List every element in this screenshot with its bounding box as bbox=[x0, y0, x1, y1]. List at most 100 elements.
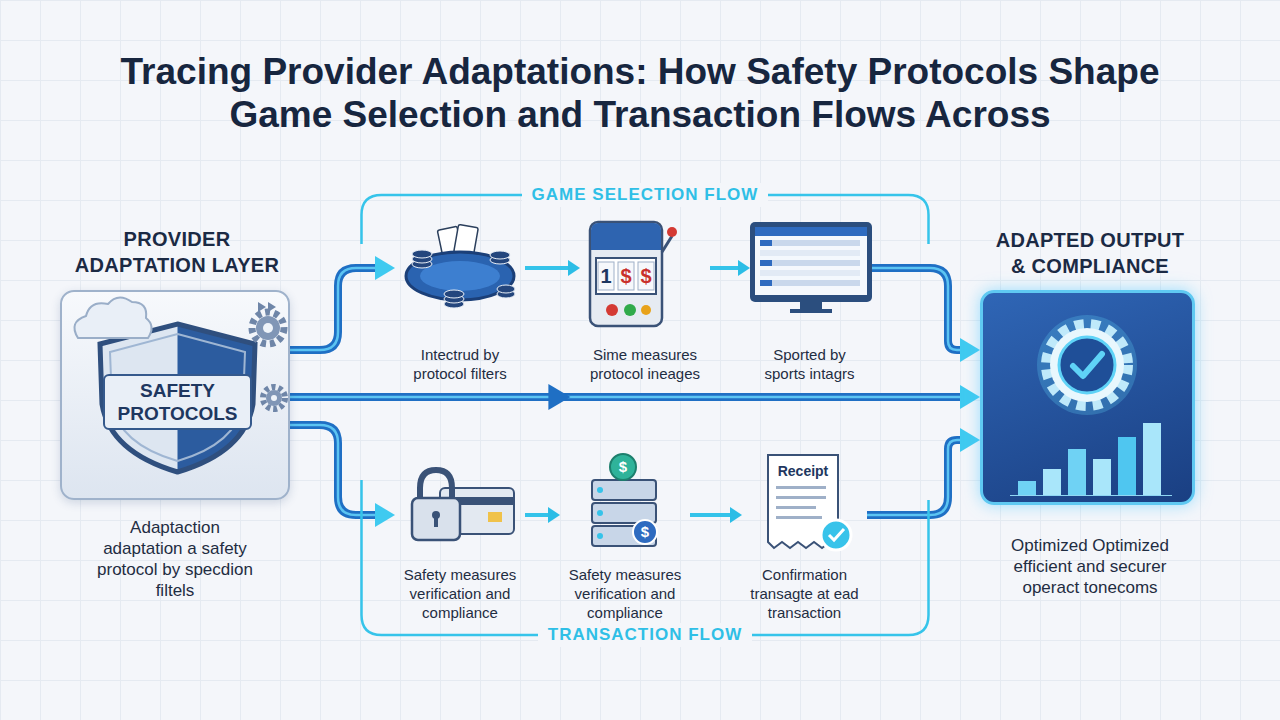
coin-symbol: $ bbox=[613, 457, 633, 477]
slot-machine-icon bbox=[590, 222, 662, 326]
lock-card-icon bbox=[488, 512, 502, 522]
flow-step: Intectrud by protocol filters bbox=[395, 215, 525, 390]
flow-group: GAME SELECTION FLOW Intectrud by protocol… bbox=[360, 182, 930, 394]
receipt-icon bbox=[829, 529, 844, 540]
slot-machine-icon bbox=[591, 238, 661, 250]
shield-node: SAFETY PROTOCOLS bbox=[95, 320, 260, 475]
lock-card-icon bbox=[441, 497, 513, 505]
server-icon bbox=[592, 503, 656, 523]
poker-table-icon bbox=[444, 295, 464, 303]
receipt-icon bbox=[821, 520, 851, 550]
node-caption: Sime measures protocol ineages bbox=[580, 345, 710, 383]
flow-connector bbox=[870, 268, 980, 362]
poker-table-icon bbox=[444, 290, 464, 298]
flow-connector bbox=[710, 260, 750, 276]
shield-outline bbox=[100, 324, 255, 472]
node-caption: Adaptaction adaptation a safety protocol… bbox=[94, 517, 256, 601]
receipt-icon bbox=[776, 486, 826, 489]
node-caption: Confirmation transagte at ead transactio… bbox=[742, 565, 867, 622]
node-caption: Intectrud by protocol filters bbox=[395, 345, 525, 383]
sports-screen-icon bbox=[760, 260, 860, 266]
shield-outline bbox=[100, 324, 255, 472]
arrow-head bbox=[375, 503, 395, 527]
poker-table-icon bbox=[490, 251, 510, 259]
sports-screen-icon bbox=[760, 240, 860, 246]
poker-table-icon bbox=[406, 252, 514, 300]
flow-connector bbox=[525, 260, 580, 276]
sports-screen-icon bbox=[760, 240, 772, 246]
arrow-head bbox=[568, 260, 580, 276]
receipt-icon bbox=[776, 496, 826, 499]
sports-screen-icon bbox=[750, 222, 872, 313]
flow-step: Safety measures verification and complia… bbox=[560, 460, 690, 620]
poker-table-icon bbox=[497, 285, 515, 293]
flow-connector bbox=[290, 396, 966, 399]
poker-table-icon bbox=[444, 300, 464, 308]
flow-connector bbox=[290, 425, 381, 515]
flow-connector bbox=[710, 266, 742, 270]
receipt-icon bbox=[776, 506, 816, 509]
poker-table-icon bbox=[406, 224, 515, 308]
flow-connector bbox=[690, 507, 742, 523]
server-icon bbox=[597, 533, 603, 539]
slot-machine-icon bbox=[590, 222, 677, 326]
output-box: ADAPTED OUTPUT & COMPLIANCEOptimized Opt… bbox=[980, 290, 1195, 505]
poker-table-icon bbox=[437, 226, 462, 258]
sports-screen-icon bbox=[800, 302, 822, 310]
slot-machine-icon bbox=[591, 223, 661, 250]
receipt-title: Receipt bbox=[768, 462, 838, 480]
flow-connector bbox=[690, 513, 734, 517]
flow-connector bbox=[290, 425, 381, 515]
slot-machine-icon bbox=[598, 262, 614, 290]
slot-machine-icon bbox=[596, 258, 656, 294]
arrow-head bbox=[960, 338, 980, 362]
arrow-head bbox=[960, 385, 980, 409]
flow-group: TRANSACTION FLOW Safety measures verifica… bbox=[360, 440, 930, 648]
flow-connector bbox=[870, 268, 966, 350]
lock-card-icon bbox=[420, 470, 452, 500]
arrow-head bbox=[960, 428, 980, 452]
slot-machine-icon bbox=[618, 262, 634, 290]
group-title: GAME SELECTION FLOW bbox=[522, 183, 769, 207]
arrow-head bbox=[548, 384, 570, 410]
flow-connector bbox=[525, 507, 560, 523]
group-outline bbox=[362, 480, 929, 635]
poker-table-icon bbox=[412, 255, 432, 263]
lock-card-icon bbox=[412, 470, 514, 540]
arrow-head bbox=[375, 256, 395, 280]
node-heading: PROVIDER ADAPTATION LAYER bbox=[62, 226, 292, 278]
flow-connector bbox=[867, 440, 966, 515]
slot-machine-icon bbox=[641, 305, 651, 315]
flow-step: Confirmation transagte at ead transactio… bbox=[742, 460, 867, 620]
poker-table-icon bbox=[454, 224, 479, 255]
flow-connector bbox=[290, 425, 395, 527]
receipt-icon bbox=[768, 455, 851, 550]
lock-card-icon bbox=[434, 515, 438, 527]
reel-symbol: $ bbox=[638, 264, 654, 288]
server-icon bbox=[592, 480, 656, 500]
flow-connector bbox=[525, 266, 572, 270]
shield-banner: SAFETY PROTOCOLS bbox=[103, 374, 252, 430]
poker-table-icon bbox=[490, 256, 510, 264]
slot-machine-icon bbox=[624, 304, 636, 316]
flow-connector bbox=[867, 428, 980, 515]
lock-card-icon bbox=[412, 498, 460, 540]
flow-connector bbox=[290, 268, 381, 350]
node-caption: Sported by sports intagrs bbox=[752, 345, 867, 383]
poker-table-icon bbox=[420, 261, 500, 291]
slot-machine-icon bbox=[667, 227, 677, 237]
coin-symbol: $ bbox=[635, 522, 655, 542]
group-title: TRANSACTION FLOW bbox=[538, 623, 752, 647]
flow-connector bbox=[867, 440, 966, 515]
node-caption: Safety measures verification and complia… bbox=[395, 565, 525, 622]
sports-screen-icon bbox=[750, 222, 872, 302]
sports-screen-icon bbox=[760, 250, 860, 256]
flow-step: Sime measures protocol ineages bbox=[580, 215, 710, 390]
sports-screen-icon bbox=[760, 260, 772, 266]
lock-card-icon bbox=[440, 488, 514, 534]
reel-symbol: 1 bbox=[598, 264, 614, 288]
reel-symbol: $ bbox=[618, 264, 634, 288]
node-caption: Optimized Optimized efficient and secure… bbox=[1000, 535, 1180, 598]
diagram-title: Tracing Provider Adaptations: How Safety… bbox=[80, 50, 1200, 136]
